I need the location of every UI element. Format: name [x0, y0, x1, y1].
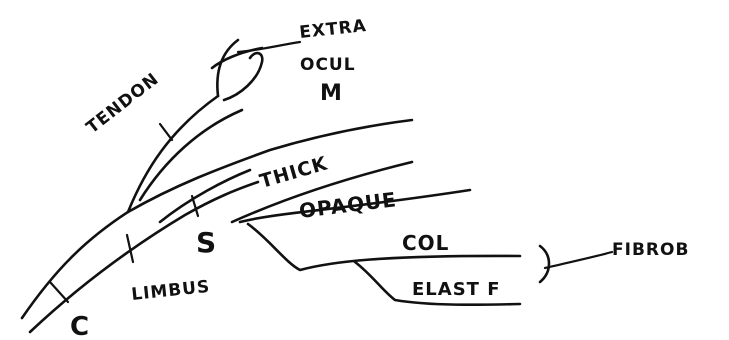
- col-line: [248, 224, 520, 270]
- lower-curve: [160, 170, 250, 222]
- thick-label: THICK: [257, 152, 330, 192]
- extra-ocul-pointer: [238, 42, 300, 52]
- opaque-label: OPAQUE: [298, 187, 398, 223]
- cornea-label: C: [70, 312, 90, 340]
- fibrob-curve: [540, 246, 549, 282]
- boundary-tick-c: [50, 282, 68, 302]
- fibrob-pointer: [545, 252, 612, 268]
- extra-ocul-m-label-line2: OCUL: [300, 55, 356, 75]
- tendon-label: TENDON: [83, 69, 163, 138]
- limbus-label: LIMBUS: [130, 277, 211, 305]
- tendon-tick: [160, 124, 172, 140]
- fibrob-label: FIBROB: [612, 240, 689, 260]
- col-label: COL: [402, 231, 449, 255]
- elast-f-label: ELAST F: [412, 279, 501, 300]
- tendon-line-1: [128, 96, 218, 212]
- muscle-loop-2: [224, 53, 262, 100]
- muscle-loop-1: [217, 40, 238, 96]
- sclera-label: S: [196, 226, 217, 259]
- tendon-line-2: [140, 110, 242, 200]
- extra-ocul-m-label-line1: EXTRA: [298, 16, 367, 43]
- extra-ocul-m-label-line3: M: [320, 81, 343, 106]
- boundary-tick-s: [192, 196, 198, 216]
